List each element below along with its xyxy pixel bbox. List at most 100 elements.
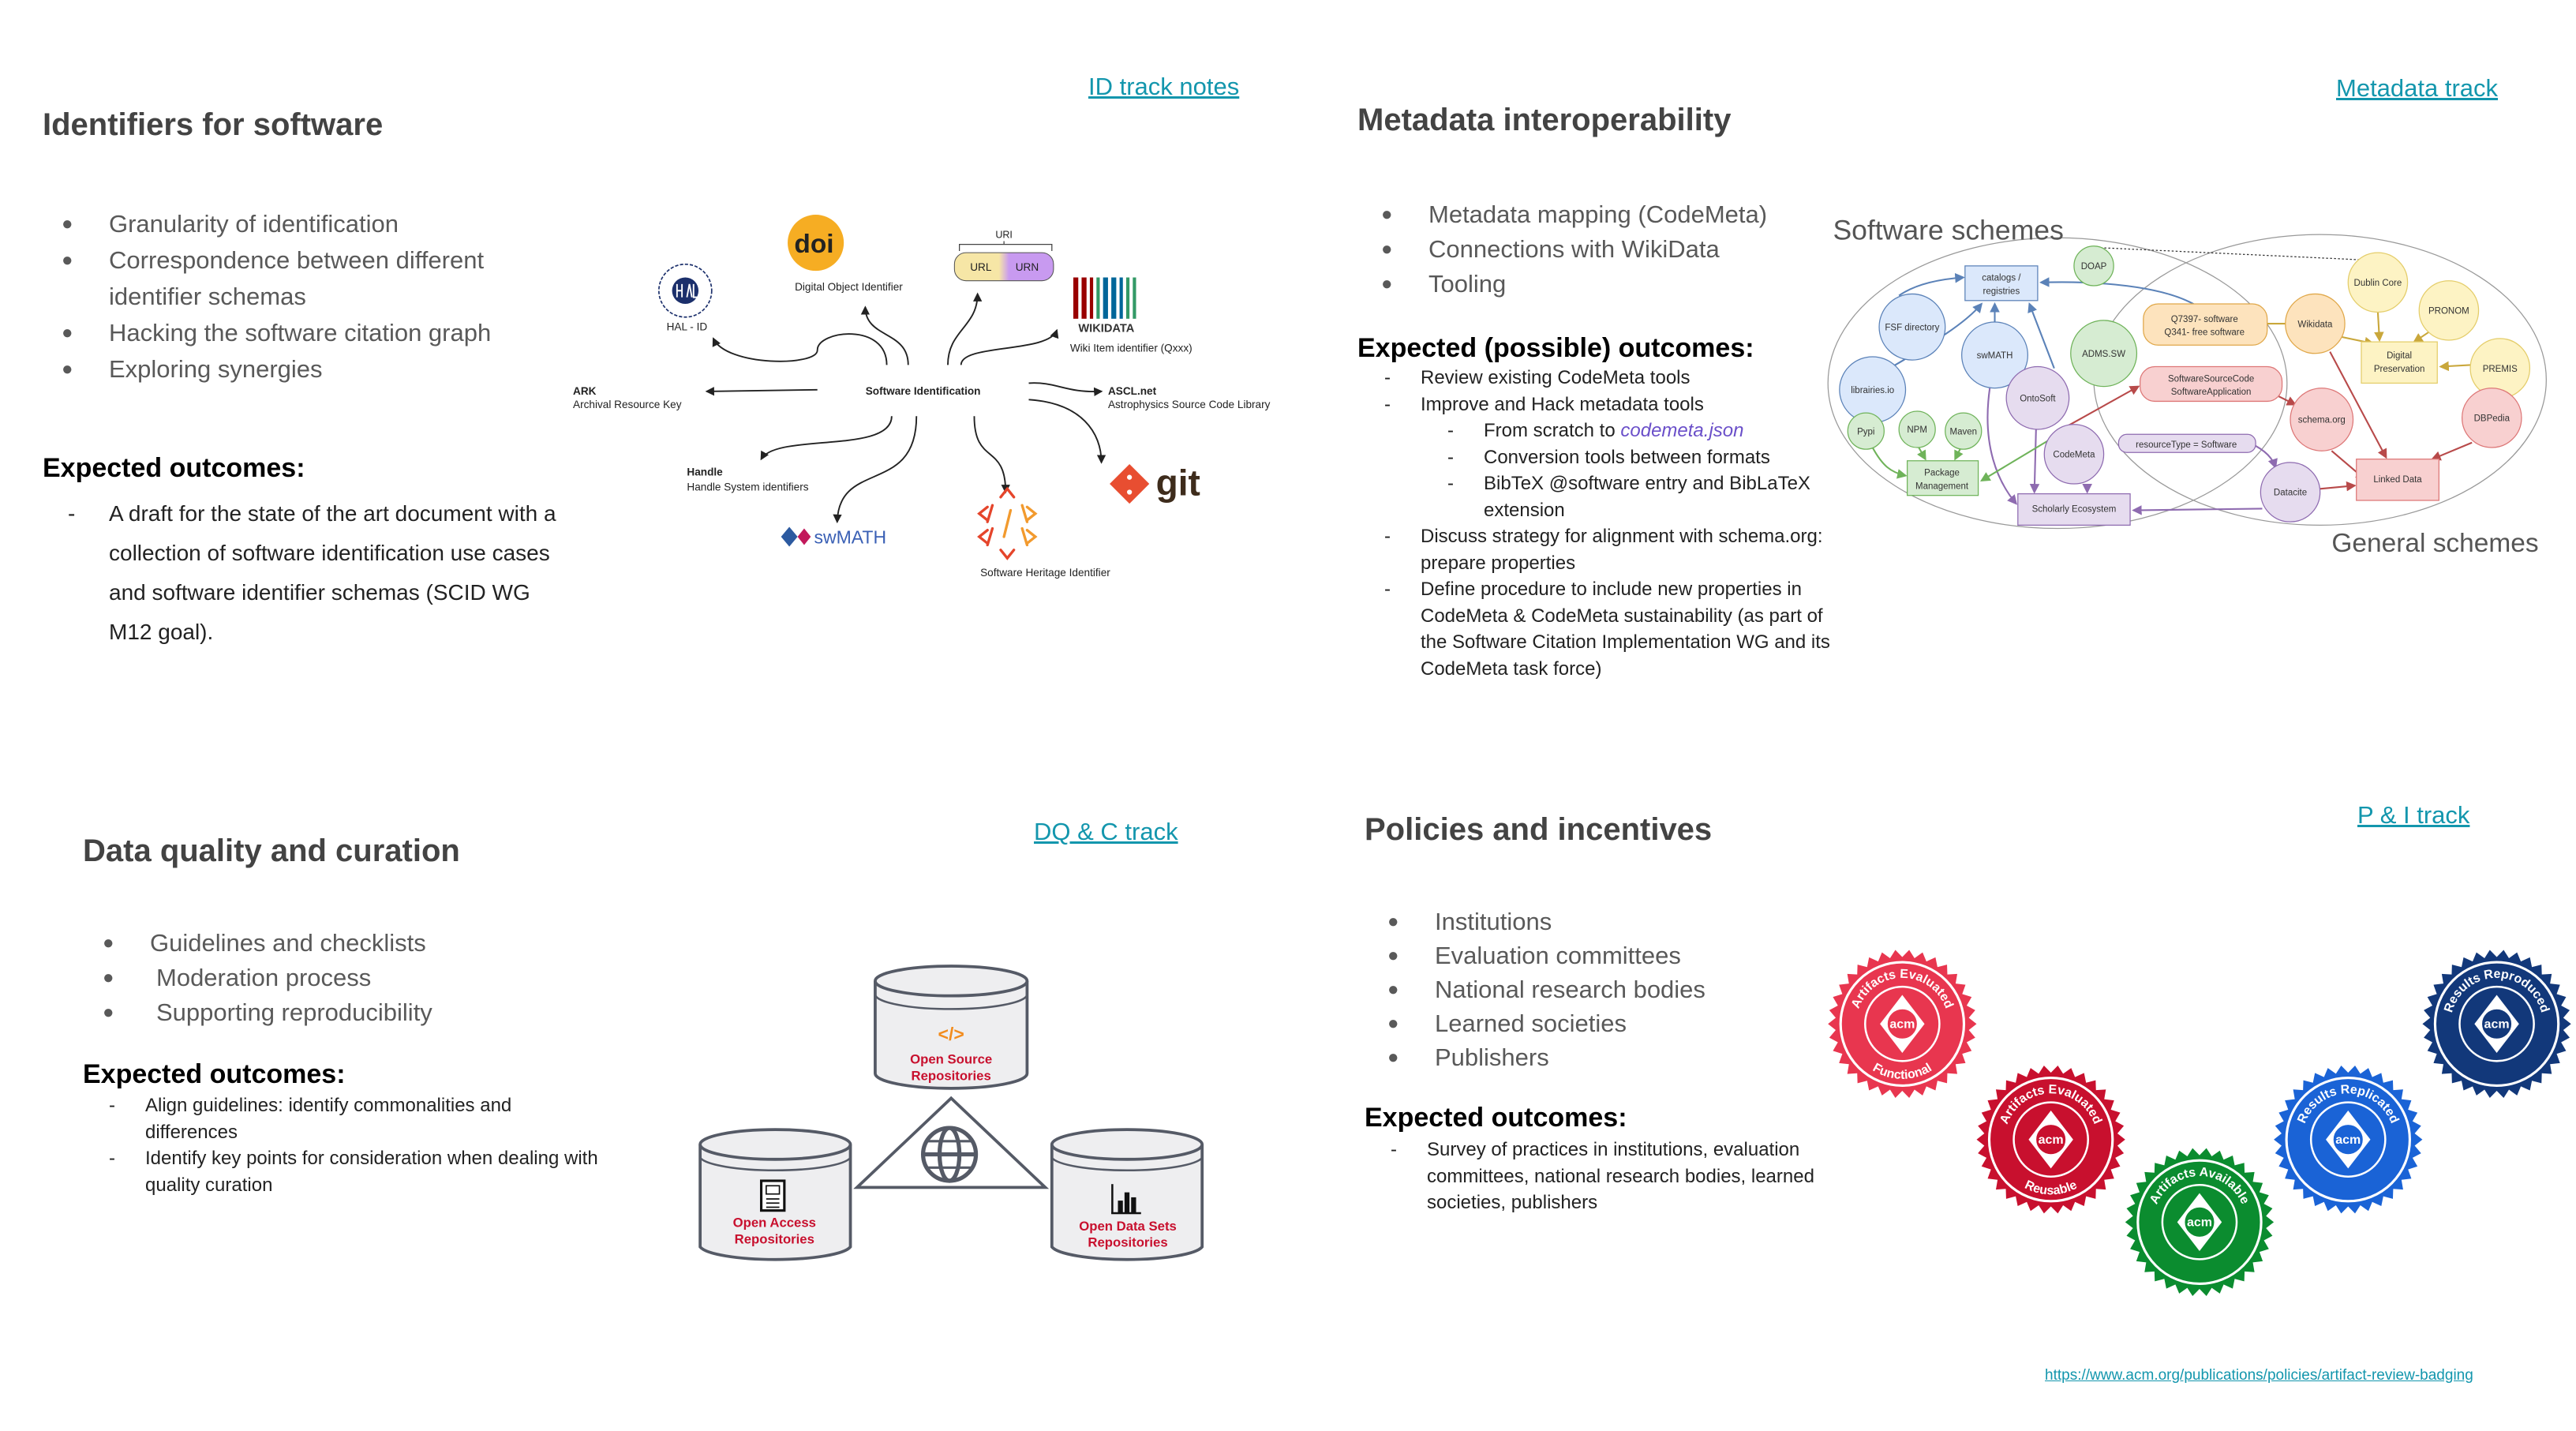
wikidata-logo: WIKIDATA [1073,277,1136,335]
id-track-notes-link[interactable]: ID track notes [1088,73,1240,100]
node-fsf [1878,293,1946,361]
node-label: Management [1915,481,1969,491]
outcome-item: -Review existing CodeMeta tools [1384,367,1690,388]
badge-ring [2161,1183,2238,1261]
bullet-item: ●Exploring synergies [62,355,323,383]
repo-label: Open Source [910,1051,992,1066]
node-label: Dublin Core [2354,279,2402,288]
bullet-text: Exploring synergies [109,355,323,383]
software-heritage-logo [977,486,1038,560]
badge-diamond [2474,995,2519,1053]
diagram-center-label: Software Identification [866,385,981,397]
node-label: schema.org [2298,416,2346,425]
node-dbpedia [2462,388,2522,448]
doi-label: Digital Object Identifier [795,281,903,293]
software-schemes-circle [1827,237,2288,530]
node-dublin [2347,252,2409,313]
software-identification-labels: Software Identification HAL - ID doi Dig… [573,215,1271,579]
metadata-schemes-diagram: Software schemes General schemes [1827,214,2547,558]
software-schemes-label: Software schemes [1833,214,2063,245]
node-ssc [2140,365,2283,403]
node-label: Datacite [2274,489,2307,498]
node-label: FSF directory [1885,323,1939,332]
node-label: DOAP [2081,262,2107,272]
arrow-git [1028,399,1106,464]
metadata-outcomes: -Review existing CodeMeta tools -Improve… [1384,365,1830,682]
outcome-text: Identify key points for consideration wh… [145,1148,598,1196]
wikidata-label: Wiki Item identifier (Qxxx) [1070,343,1193,354]
metadata-expected-title: Expected (possible) outcomes: [1357,333,1754,363]
node-package [1906,460,1979,496]
outcome-text: Define procedure to include new properti… [1421,579,1830,680]
bullet-item: ●Publishers [1387,1043,1549,1071]
acm-logo-text: acm [1889,1018,1915,1032]
arrow-wikidata [960,328,1059,365]
codemeta-json-link[interactable]: codemeta.json [1620,420,1744,441]
identifiers-bullets: ●Granularity of identification ●Correspo… [62,206,535,388]
swh-label: Software Heritage Identifier [980,567,1110,579]
general-schemes-label: General schemes [2331,529,2538,558]
pi-track-link[interactable]: P & I track [2357,801,2470,829]
outcome-item: -Improve and Hack metadata tools [1384,393,1704,415]
doi-logo: doi [788,215,844,272]
node-digital [2361,341,2438,384]
repo-label: Repositories [735,1232,814,1247]
bullet-text: Connections with WikiData [1428,235,1720,263]
badge-diamond [2177,1193,2222,1252]
wikidata-logo-text: WIKIDATA [1078,323,1134,335]
badge-top-text: Results Replicated [2295,1083,2401,1126]
node-maven [1945,412,1983,450]
repo-label: Repositories [912,1068,991,1083]
ascl-label: Astrophysics Source Code Library [1108,399,1271,410]
bullet-text: Publishers [1435,1043,1549,1071]
document-icon [759,1179,786,1212]
bullet-item: ●Learned societies [1387,1010,1627,1037]
url-label: URL [970,261,992,273]
uri-label: URI [995,229,1013,240]
identifiers-title: Identifiers for software [43,107,384,142]
bullet-text: Guidelines and checklists [150,929,426,957]
node-label: SoftwareSourceCode [2168,374,2254,384]
badge-ring [1987,1076,2114,1203]
node-ontosoft [2005,365,2070,430]
identifiers-outcomes: -A draft for the state of the art docume… [68,494,565,652]
open-access-repository-cylinder [698,1128,852,1261]
hal-id-label: HAL - ID [667,320,708,332]
hal-logo [657,263,713,318]
node-label: Q7397- software [2171,315,2238,324]
arrow-swh [973,416,1010,494]
node-npm [1898,410,1936,448]
badge-ring [2433,961,2560,1087]
dqc-track-link[interactable]: DQ & C track [1034,818,1178,845]
bullet-text: Evaluation committees [1435,942,1681,969]
bullet-text: Hacking the software citation graph [109,319,492,347]
metadata-track-link[interactable]: Metadata track [2336,74,2499,102]
bullet-item: ●Correspondence between different identi… [62,246,485,310]
policies-outcomes: -Survey of practices in institutions, ev… [1391,1137,1814,1216]
quality-bullets: ●Guidelines and checklists ●Moderation p… [103,926,576,1030]
ascl-title: ASCL.net [1108,385,1157,397]
outcome-text: Survey of practices in institutions, eva… [1427,1139,1814,1213]
outcome-text: Discuss strategy for alignment with sche… [1421,526,1823,574]
badge-diamond [2326,1110,2371,1169]
bullet-text: Tooling [1428,270,1507,298]
acm-logo-circle [2034,1122,2068,1156]
acm-badging-url-link[interactable]: https://www.acm.org/publications/policie… [2045,1367,2473,1384]
bullet-item: ●National research bodies [1387,976,1705,1003]
badge-diamond [1880,995,1925,1053]
node-librariesio [1839,356,1907,424]
uri-bracket [959,241,1053,252]
node-pronom [2418,280,2480,341]
badge-top-text: Artifacts Evaluated [1849,968,1956,1010]
git-logo: git [1110,463,1200,504]
node-swmath [1961,321,2028,389]
node-label: CodeMeta [2053,451,2095,460]
arrow-doi [860,305,909,365]
triangle [853,1096,1050,1189]
bullet-text: Learned societies [1435,1010,1627,1037]
node-label: Maven [1949,427,1977,436]
policies-expected-title: Expected outcomes: [1365,1103,1627,1133]
